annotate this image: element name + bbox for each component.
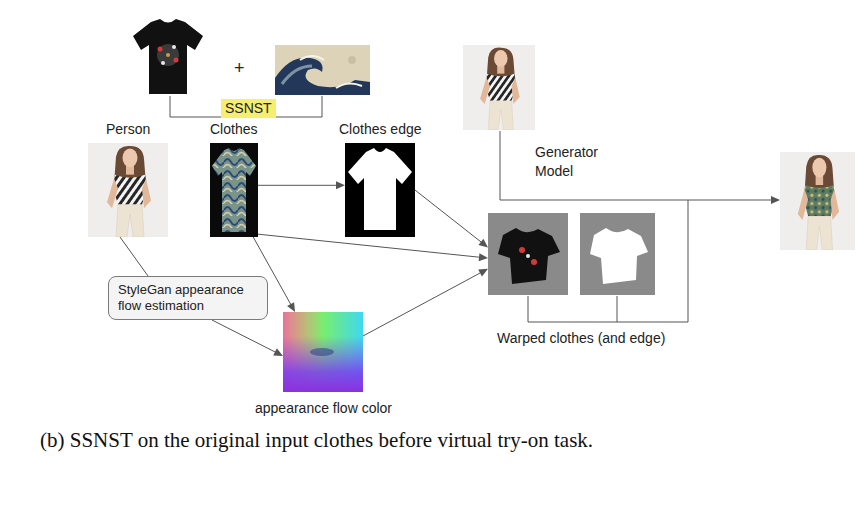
connector [258,234,488,261]
image-group: Warped clothes (and edge) [488,213,655,295]
arrow-head [478,269,488,277]
image-node: appearance flow color [283,312,363,392]
clothes-photo [210,143,258,237]
merge-bracket [170,96,322,117]
box-text: StyleGan appearance flow estimation [118,282,258,314]
arrow-head [287,302,295,312]
figure-caption: (b) SSNST on the original input clothes … [40,425,720,455]
person-photo [463,45,535,130]
node-label: appearance flow color [255,400,392,417]
arrow-head [771,196,780,204]
node-label: Person [106,121,150,138]
node-label: Clothes edge [339,121,422,138]
image-node: Person [88,143,168,237]
warped-clothes [488,213,568,295]
connector-line [258,234,481,257]
connector [363,269,488,336]
connector-line [258,185,338,186]
image-node: Clothes edge [345,143,415,237]
node-label: Warped clothes (and edge) [497,330,665,347]
connector [212,320,283,356]
person-photo [88,143,168,237]
connector [415,190,488,247]
generator-wiring [500,131,772,322]
connector-line [212,320,277,353]
flow-field [283,312,363,392]
method-tag: SSNST [221,99,276,118]
image-node: Clothes [210,143,258,237]
connector-line [363,272,482,336]
arrow-head [336,181,345,189]
arrow-head [478,239,488,248]
style-painting [275,45,370,95]
warped-edge [580,213,655,295]
process-box: StyleGan appearance flow estimation [108,276,268,320]
arrow-head [273,348,283,356]
arrow-head [479,253,488,261]
component-label: Generator Model [535,143,615,181]
plus-sign: + [234,56,245,80]
connector-line [415,190,482,243]
result-photo [780,152,855,250]
input-shirt [130,18,206,96]
node-label: Clothes [210,121,257,138]
connector [258,181,345,189]
connector [120,237,148,276]
connector-line [120,237,148,276]
clothes-mask [345,143,415,237]
